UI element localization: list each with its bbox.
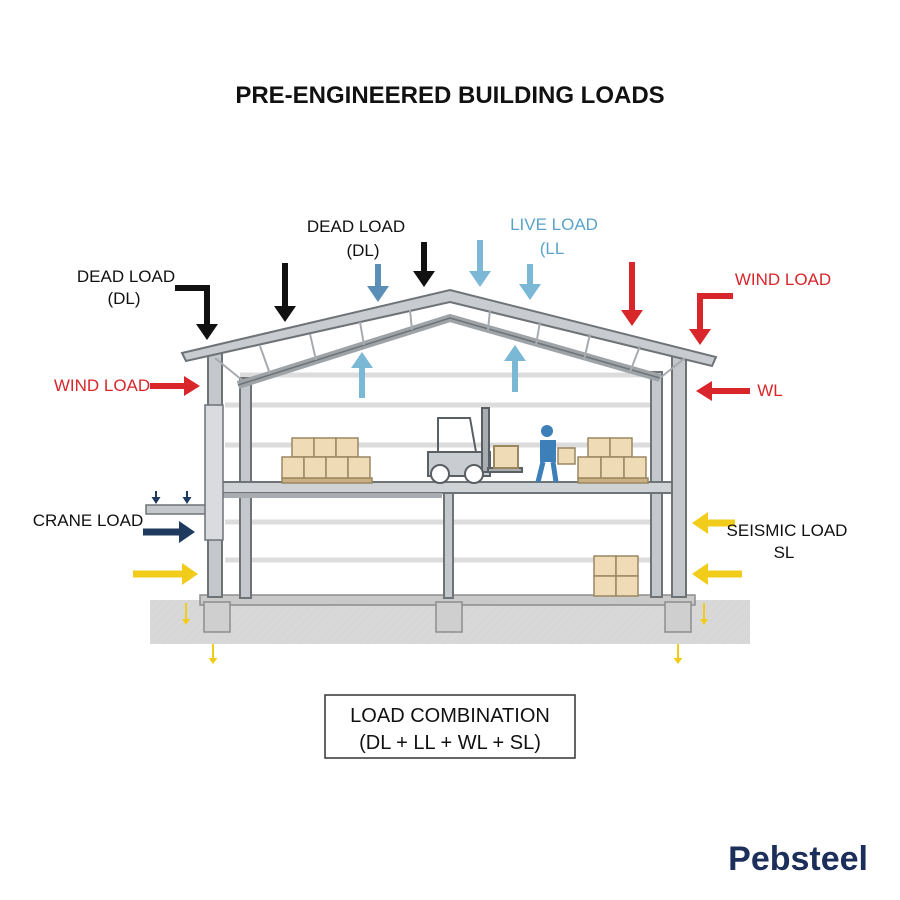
crane-runway: [145, 404, 224, 541]
pebsteel-logo: Pebsteel: [728, 840, 868, 878]
live-load-arrow-2: [519, 264, 541, 300]
crane-load-down-2: [182, 491, 192, 504]
forklift: [427, 407, 523, 484]
cargo-boxes-right: [577, 437, 649, 484]
crane-load-label: CRANE LOAD: [33, 511, 144, 530]
load-combination-title: LOAD COMBINATION: [350, 705, 550, 727]
page-title: PRE-ENGINEERED BUILDING LOADS: [235, 82, 664, 109]
wind-load-arrow-right: [696, 381, 750, 401]
wind-load-arrow-elbow: [689, 293, 733, 345]
ground-slab: [150, 594, 750, 644]
wl-right-label: WL: [757, 381, 783, 400]
dead-load-top-abbrev: (DL): [346, 241, 379, 260]
live-load-arrow-dark: [367, 264, 389, 302]
live-load-arrow-1: [469, 240, 491, 287]
live-load-uplift-1: [351, 352, 373, 398]
live-load-uplift-2: [504, 345, 526, 392]
dead-load-arrow-1: [274, 263, 296, 322]
roof-frame: [180, 288, 718, 389]
dead-load-top-label: DEAD LOAD: [307, 217, 405, 236]
ground-settlement-arrow-1: [208, 644, 218, 664]
worker-figure: [535, 425, 576, 483]
seismic-load-abbrev: SL: [774, 543, 795, 562]
ground-settlement-arrow-2: [673, 644, 683, 664]
wind-load-arrow-left: [150, 376, 200, 396]
crane-load-down-1: [151, 491, 161, 504]
dead-load-arrow-2: [413, 242, 435, 287]
seismic-load-arrow-right-1: [692, 512, 735, 534]
wind-load-left-label: WIND LOAD: [54, 376, 150, 395]
load-combination-box: LOAD COMBINATION (DL + LL + WL + SL): [324, 694, 576, 759]
dead-load-left-label: DEAD LOAD: [77, 267, 175, 286]
cargo-boxes-ground: [593, 555, 639, 597]
seismic-load-label: SEISMIC LOAD: [727, 521, 848, 540]
dead-load-left-abbrev: (DL): [107, 289, 140, 308]
cargo-boxes-left: [281, 437, 373, 484]
foundation-reaction-arrow-1: [182, 603, 190, 625]
dead-load-arrow-elbow: [175, 285, 218, 340]
load-combination-formula: (DL + LL + WL + SL): [359, 732, 541, 754]
seismic-load-arrow-left: [133, 563, 198, 585]
wind-load-arrow-top: [621, 262, 643, 326]
foundation-reaction-arrow-2: [700, 603, 708, 625]
crane-load-arrow: [143, 521, 195, 543]
seismic-load-arrow-right-2: [692, 563, 742, 585]
wind-load-right-label: WIND LOAD: [735, 270, 831, 289]
live-load-abbrev: (LL: [540, 239, 565, 258]
live-load-label: LIVE LOAD: [510, 215, 598, 234]
load-labels: DEAD LOAD (DL) DEAD LOAD (DL) LIVE LOAD …: [33, 215, 848, 562]
